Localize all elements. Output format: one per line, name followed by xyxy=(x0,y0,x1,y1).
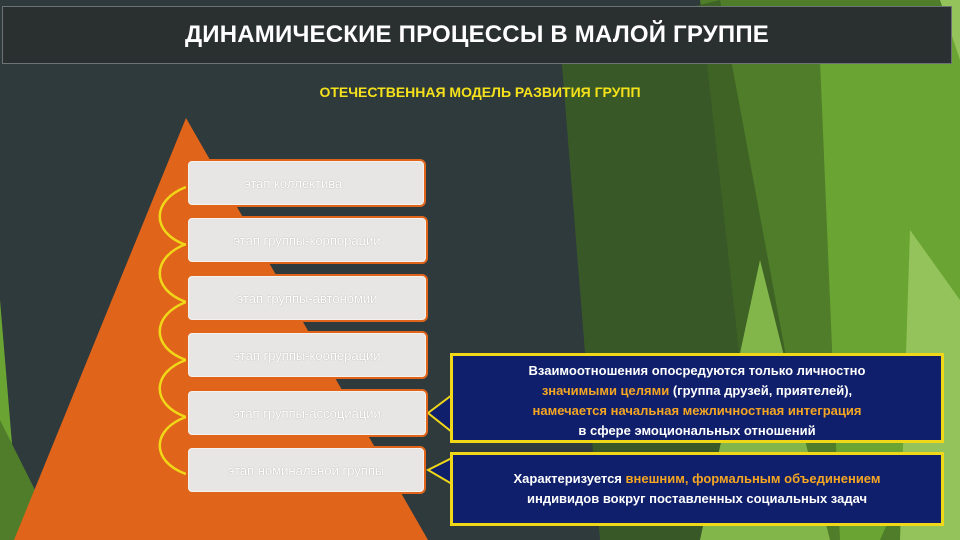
cycle-arrow-icon xyxy=(158,300,187,362)
cycle-arrow-icon xyxy=(158,242,187,304)
stage-label: этап группы-ассоциации xyxy=(233,405,381,421)
slide-title-bar: ДИНАМИЧЕСКИЕ ПРОЦЕССЫ В МАЛОЙ ГРУППЕ xyxy=(2,6,952,64)
stage-label: этап группы-автономии xyxy=(236,290,378,306)
stage-autonomy: этап группы-автономии xyxy=(186,274,428,322)
association-description-box: Взаимоотношения опосредуются только личн… xyxy=(450,353,944,443)
stage-collective: этап коллектива xyxy=(186,159,426,207)
stage-nominal: этап номинальной группы xyxy=(186,446,426,494)
slide-title: ДИНАМИЧЕСКИЕ ПРОЦЕССЫ В МАЛОЙ ГРУППЕ xyxy=(185,21,769,48)
slide-subtitle: ОТЕЧЕСТВЕННАЯ МОДЕЛЬ РАЗВИТИЯ ГРУПП xyxy=(319,84,641,100)
box-text-line: значимыми целями (группа друзей, приятел… xyxy=(453,381,941,401)
box-text-line: Взаимоотношения опосредуются только личн… xyxy=(528,363,866,378)
cycle-arrow-icon xyxy=(158,415,187,476)
box-text-line: индивидов вокруг поставленных социальных… xyxy=(526,491,868,506)
stage-association: этап группы-ассоциации xyxy=(186,389,428,437)
callout-pointer xyxy=(426,393,453,435)
box-text-line: Характеризуется внешним, формальным объе… xyxy=(453,469,941,489)
nominal-description-box: Характеризуется внешним, формальным объе… xyxy=(450,452,944,526)
highlight-text: значимыми целями xyxy=(541,383,670,398)
stage-cooperation: этап группы-кооперации xyxy=(186,331,428,379)
stage-label: этап номинальной группы xyxy=(227,462,385,478)
cycle-arrow-icon xyxy=(158,185,187,247)
box-text: (группа друзей, приятелей), xyxy=(669,383,853,398)
box-text-line: намечается начальная межличностная интег… xyxy=(532,403,862,418)
callout-pointer xyxy=(425,456,453,486)
stage-label: этап группы-кооперации xyxy=(233,347,381,363)
highlight-text: внешним, формальным объединением xyxy=(625,471,881,486)
cycle-arrow-icon xyxy=(158,358,187,419)
box-text-line: в сфере эмоциональных отношений xyxy=(578,423,816,438)
stage-label: этап коллектива xyxy=(244,175,343,191)
stage-label: этап группы-корпорации xyxy=(233,232,381,248)
stage-corporation: этап группы-корпорации xyxy=(186,216,428,264)
box-text: Характеризуется xyxy=(513,471,626,486)
